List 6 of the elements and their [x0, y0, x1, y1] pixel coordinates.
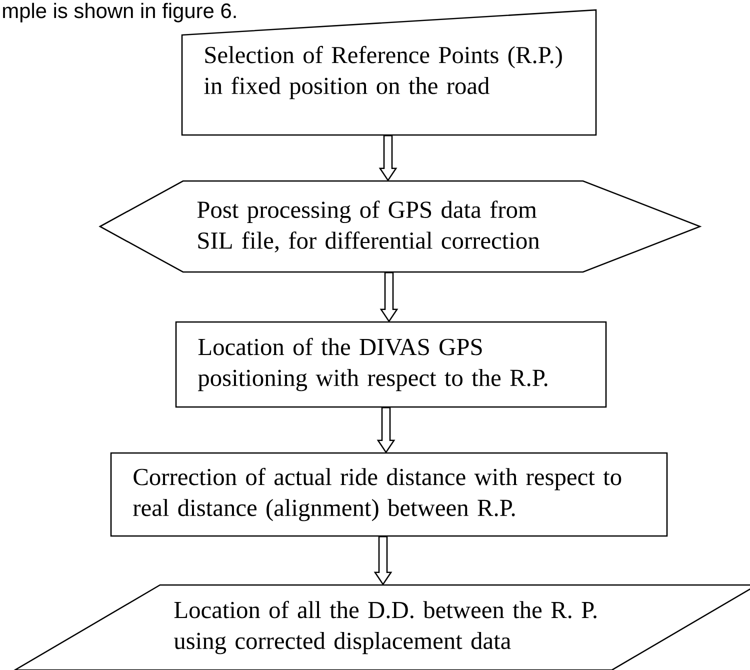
block-arrow	[376, 407, 396, 454]
process-box: Correction of actual ride distance with respect to real distance (alignment) between R.P.	[110, 452, 668, 537]
process-box: Location of the DIVAS GPS positioning with respect to the R.P.	[175, 321, 607, 408]
block-arrow	[378, 135, 398, 182]
block-arrow	[380, 272, 398, 323]
block-arrow	[374, 536, 392, 586]
